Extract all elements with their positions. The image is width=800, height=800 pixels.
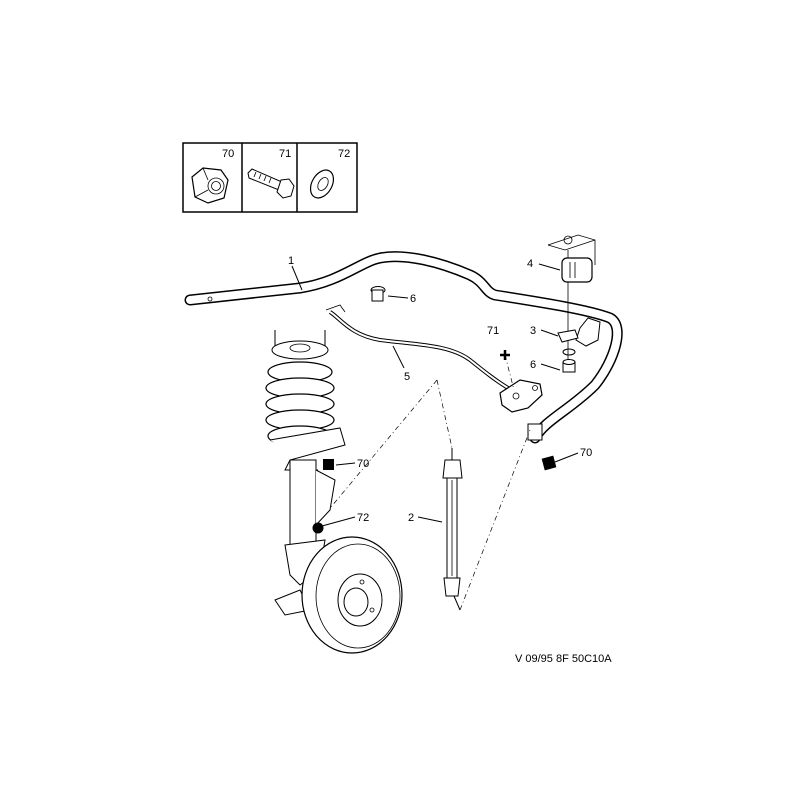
bush-assembly (547, 234, 601, 373)
link-rod (442, 448, 463, 611)
cross-marker-icon (500, 350, 510, 360)
inset-label-70: 70 (222, 148, 234, 160)
screw-upper (370, 286, 386, 302)
inset-label-72: 72 (338, 148, 350, 160)
callout-3: 3 (530, 325, 536, 337)
callout-6-upper: 6 (410, 293, 416, 305)
reference-code: V 09/95 8F 50C10A (515, 653, 612, 665)
nut-icon (191, 167, 229, 204)
callout-71: 71 (487, 325, 499, 337)
suspension-strut (265, 330, 346, 616)
callout-72: 72 (357, 512, 369, 524)
washer-marker (312, 522, 324, 534)
brake-disc (301, 536, 403, 654)
hardware-inset: 70 71 72 (182, 142, 358, 213)
callout-70-left: 70 (357, 458, 369, 470)
bolt-icon (247, 168, 295, 199)
inset-label-71: 71 (279, 148, 291, 160)
callout-2: 2 (408, 512, 414, 524)
nut-marker-left (323, 459, 334, 470)
leader-lines (291, 263, 579, 527)
callout-5: 5 (404, 371, 410, 383)
anti-roll-bar (184, 251, 623, 444)
callout-4: 4 (527, 258, 533, 270)
brake-pipe (325, 304, 510, 390)
nut-marker-right (541, 455, 557, 471)
pipe-clip (499, 379, 543, 413)
washer-icon (309, 169, 335, 199)
callout-1: 1 (288, 255, 294, 267)
callout-70-right: 70 (580, 447, 592, 459)
callout-6-lower: 6 (530, 359, 536, 371)
